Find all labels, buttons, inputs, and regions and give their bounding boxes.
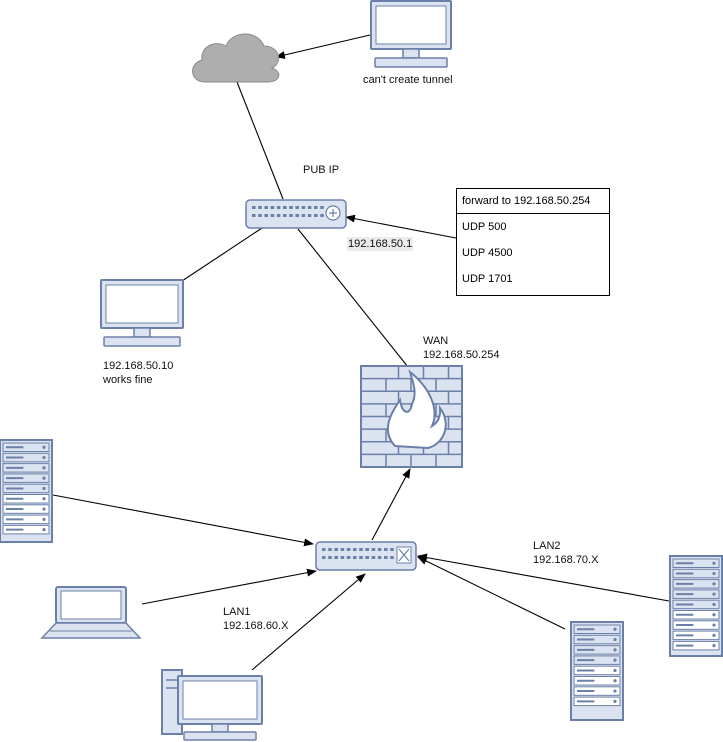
pub-ip-label: PUB IP xyxy=(303,164,340,176)
wan-title-label: WAN xyxy=(423,335,449,347)
firewall-icon xyxy=(360,365,463,468)
server-mid-icon xyxy=(570,621,624,721)
laptop-icon xyxy=(40,586,142,639)
link-switch-to-firewall xyxy=(371,468,411,541)
link-server-right-to-switch xyxy=(417,553,670,602)
link-server-mid-to-switch xyxy=(417,556,566,630)
lan2-title-label: LAN2 xyxy=(533,540,561,552)
core-switch-icon xyxy=(315,541,417,571)
link-desktop-to-switch xyxy=(251,573,366,671)
tunnel-fail-label: can't create tunnel xyxy=(363,74,453,86)
remote-monitor-icon xyxy=(370,0,452,68)
lan1-title-label: LAN1 xyxy=(223,606,251,618)
link-forwardbox-to-router xyxy=(345,214,457,239)
lan1-net-label: 192.168.60.X xyxy=(223,620,289,632)
link-remote-to-cloud xyxy=(275,34,371,59)
link-cloud-to-router xyxy=(236,81,284,200)
local-monitor-icon xyxy=(100,279,184,347)
client-ip-label: 192.168.50.10 xyxy=(103,360,174,372)
link-router-to-firewall xyxy=(297,228,409,368)
cloud-icon xyxy=(192,33,280,83)
link-server-left-to-switch xyxy=(52,494,314,547)
wan-ip-label: 192.168.50.254 xyxy=(423,349,500,361)
forward-rules-box: forward to 192.168.50.254 UDP 500 UDP 45… xyxy=(456,188,610,296)
link-local-to-router xyxy=(181,227,263,282)
client-status-label: works fine xyxy=(103,374,153,386)
server-left-icon xyxy=(0,439,53,543)
lan2-net-label: 192.168.70.X xyxy=(533,554,599,566)
router-icon xyxy=(245,199,347,229)
forward-rule-item: UDP 500 xyxy=(462,221,507,233)
desktop-pc-icon xyxy=(161,669,263,741)
connections xyxy=(52,34,670,671)
forward-rule-item: UDP 1701 xyxy=(462,273,513,285)
forward-rule-item: UDP 4500 xyxy=(462,247,513,259)
router-ip-label: 192.168.50.1 xyxy=(347,237,414,251)
link-laptop-to-switch xyxy=(141,568,317,605)
server-right-icon xyxy=(669,555,723,657)
forward-rules-header: forward to 192.168.50.254 xyxy=(457,189,609,214)
